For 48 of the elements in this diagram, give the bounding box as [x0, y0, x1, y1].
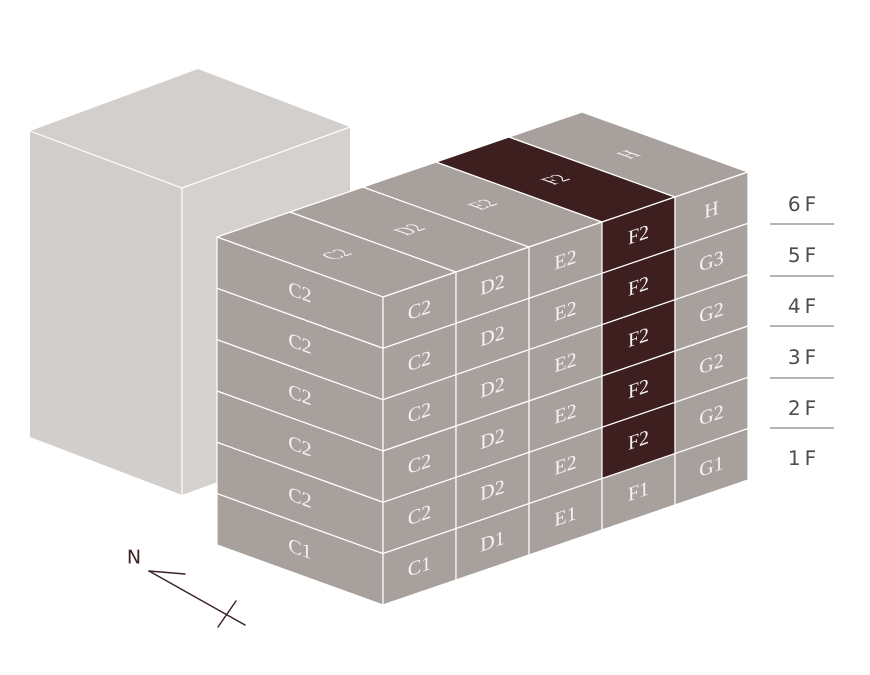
front-unit-label: G2	[698, 298, 725, 328]
front-unit-label: E2	[553, 400, 578, 428]
front-unit-label: F2	[626, 324, 650, 352]
floor-label: 4F	[786, 296, 820, 316]
front-unit-label: E1	[553, 502, 578, 531]
front-unit-label: F2	[626, 272, 650, 300]
side-unit-label: C2	[287, 278, 313, 308]
front-unit-label: G1	[698, 452, 725, 482]
floor-label: 5F	[786, 245, 820, 265]
front-unit-label: D2	[479, 424, 506, 454]
side-unit-label: C2	[287, 432, 313, 462]
roof-unit-label: E2	[461, 197, 504, 212]
front-unit-label: E2	[553, 348, 578, 377]
front-unit-label: D2	[479, 476, 506, 506]
side-unit-label: C1	[287, 534, 313, 564]
roof-unit-label: D2	[387, 222, 432, 238]
front-unit-label: G2	[698, 350, 725, 379]
front-unit-label: G3	[698, 246, 725, 276]
roof-unit-label: C2	[314, 246, 358, 262]
north-label: N	[126, 548, 142, 568]
front-unit-label: E2	[553, 246, 578, 274]
roof-unit-label: F2	[534, 172, 576, 187]
front-unit-label: G2	[698, 400, 725, 430]
floor-label: 1F	[786, 448, 820, 468]
front-unit-label: C2	[406, 347, 432, 376]
front-unit-label: F1	[626, 478, 650, 506]
front-unit-label: C1	[406, 552, 432, 582]
front-unit-label: D2	[479, 373, 506, 402]
front-unit-label: F2	[626, 375, 650, 404]
floor-label: 2F	[786, 398, 820, 418]
front-unit-label: C2	[406, 501, 432, 530]
front-unit-label: C2	[406, 398, 432, 428]
front-unit-label: H	[703, 197, 720, 223]
front-unit-label: D1	[479, 527, 506, 556]
front-unit-label: F2	[626, 426, 650, 454]
side-unit-label: C2	[287, 329, 313, 359]
front-unit-label: F2	[626, 221, 650, 250]
front-unit-label: C2	[406, 296, 432, 324]
side-unit-label: C2	[287, 483, 313, 513]
front-unit-label: D2	[479, 322, 506, 352]
front-unit-label: E2	[553, 451, 578, 480]
front-unit-label: C2	[406, 450, 432, 478]
side-unit-label: C2	[287, 380, 313, 410]
front-unit-label: E2	[553, 297, 578, 326]
front-unit-label: D2	[479, 270, 506, 300]
floor-label: 3F	[786, 347, 820, 367]
floor-label: 6F	[786, 194, 820, 214]
roof-unit-label: H	[610, 148, 646, 161]
